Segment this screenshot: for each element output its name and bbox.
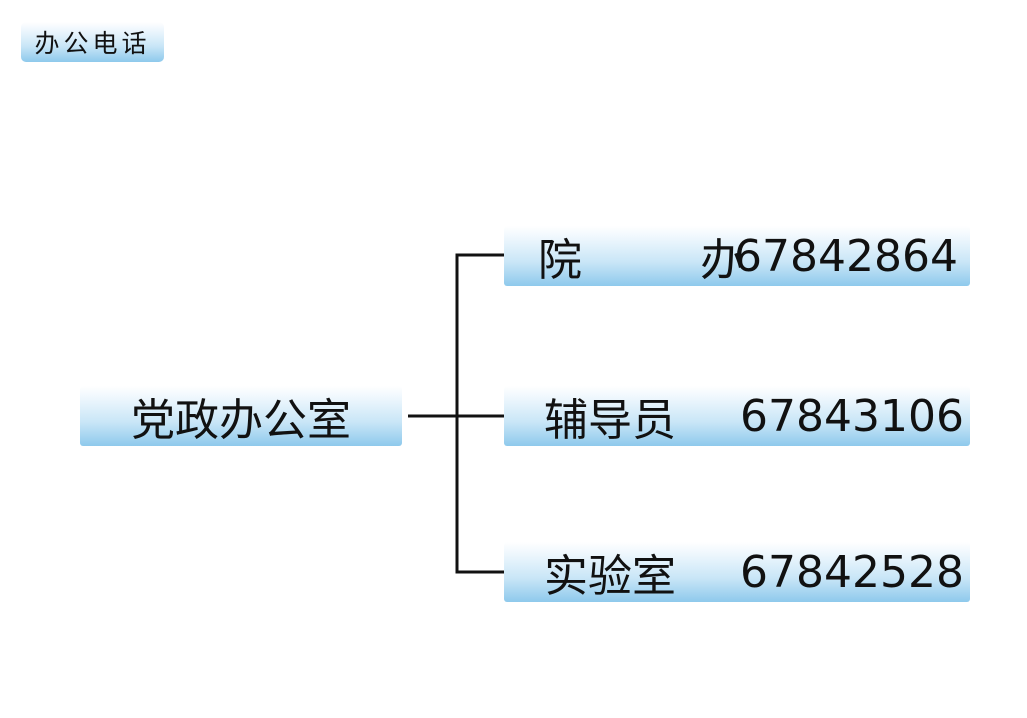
branch-3-phone: 67842528 — [740, 546, 964, 598]
branch-1-phone: 67842864 — [734, 230, 958, 282]
branch-2-label: 辅导员 — [544, 395, 676, 446]
root-node-label: 党政办公室 — [131, 395, 351, 446]
branch-node-2: 辅导员 67843106 — [504, 386, 970, 446]
branch-node-3: 实验室 67842528 — [504, 542, 970, 602]
branch-3-label: 实验室 — [544, 551, 676, 602]
page-title: 办公电话 — [21, 22, 164, 62]
branch-1-label: 院 办 — [538, 235, 796, 286]
branch-2-phone: 67843106 — [740, 390, 964, 442]
page-title-text: 办公电话 — [34, 29, 151, 58]
root-node: 党政办公室 — [80, 386, 402, 446]
branch-node-1: 院 办 67842864 — [504, 226, 970, 286]
